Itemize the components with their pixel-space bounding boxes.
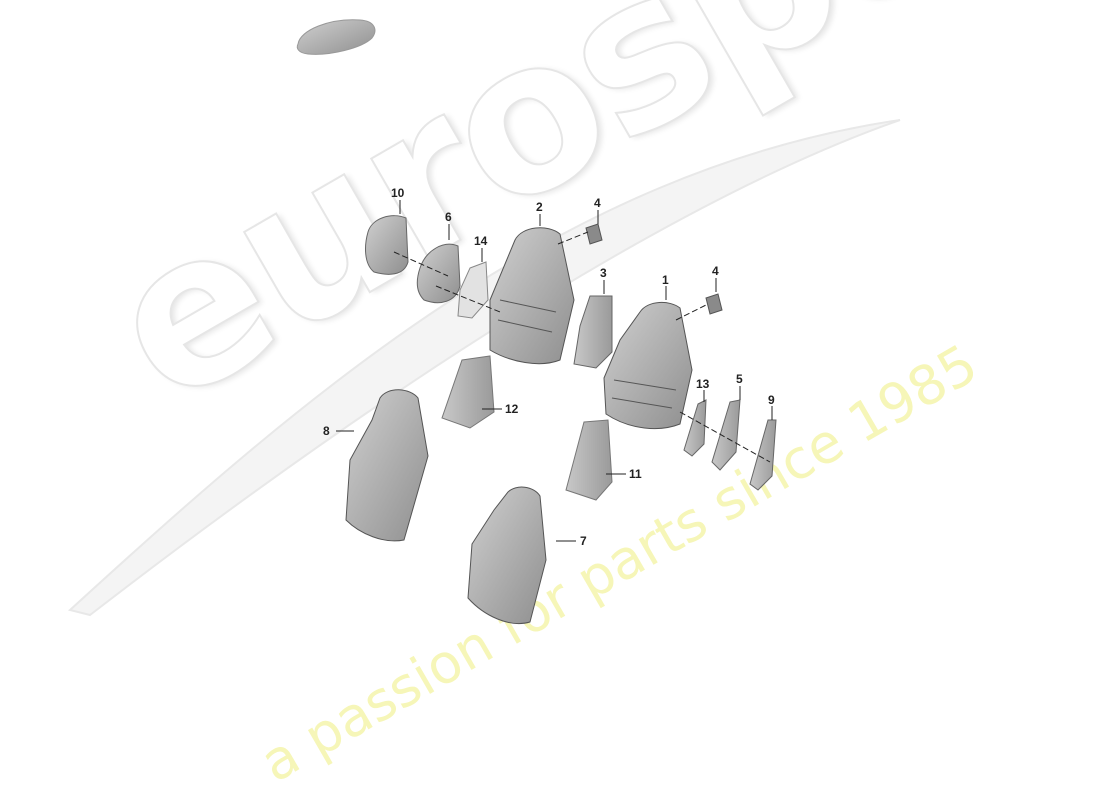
part-11-panel[interactable]: [565, 419, 613, 501]
leader-lines: [336, 200, 773, 542]
part-14-pad[interactable]: [457, 261, 489, 319]
part-4-clip-b[interactable]: [705, 293, 723, 315]
part-9-trim-strip[interactable]: [749, 419, 777, 491]
part-2-backrest[interactable]: [489, 227, 575, 365]
car-thumbnail: [296, 19, 376, 55]
callout-8[interactable]: 8: [323, 424, 330, 438]
part-5-trim-strip[interactable]: [711, 399, 741, 471]
callout-11[interactable]: 11: [629, 467, 642, 481]
part-1-backrest[interactable]: [603, 302, 693, 430]
callout-4b[interactable]: 4: [712, 264, 719, 278]
callout-5[interactable]: 5: [736, 372, 743, 386]
callout-13[interactable]: 13: [696, 377, 710, 391]
part-3-bracket[interactable]: [573, 295, 613, 369]
callout-1[interactable]: 1: [662, 273, 669, 287]
part-8-backrest[interactable]: [345, 389, 429, 542]
callout-10[interactable]: 10: [391, 186, 405, 200]
part-4-clip-a[interactable]: [585, 223, 603, 245]
part-13-trim-strip[interactable]: [683, 399, 707, 457]
callout-4a[interactable]: 4: [594, 196, 601, 210]
part-7-backrest[interactable]: [467, 486, 547, 624]
callout-3[interactable]: 3: [600, 266, 607, 280]
part-6-side-trim[interactable]: [416, 243, 461, 304]
callout-7[interactable]: 7: [580, 534, 587, 548]
callout-6[interactable]: 6: [445, 210, 452, 224]
part-12-panel[interactable]: [441, 355, 495, 429]
callout-9[interactable]: 9: [768, 393, 775, 407]
callout-2[interactable]: 2: [536, 200, 543, 214]
callout-14[interactable]: 14: [474, 234, 488, 248]
part-10-side-trim[interactable]: [365, 215, 409, 275]
callout-12[interactable]: 12: [505, 402, 519, 416]
